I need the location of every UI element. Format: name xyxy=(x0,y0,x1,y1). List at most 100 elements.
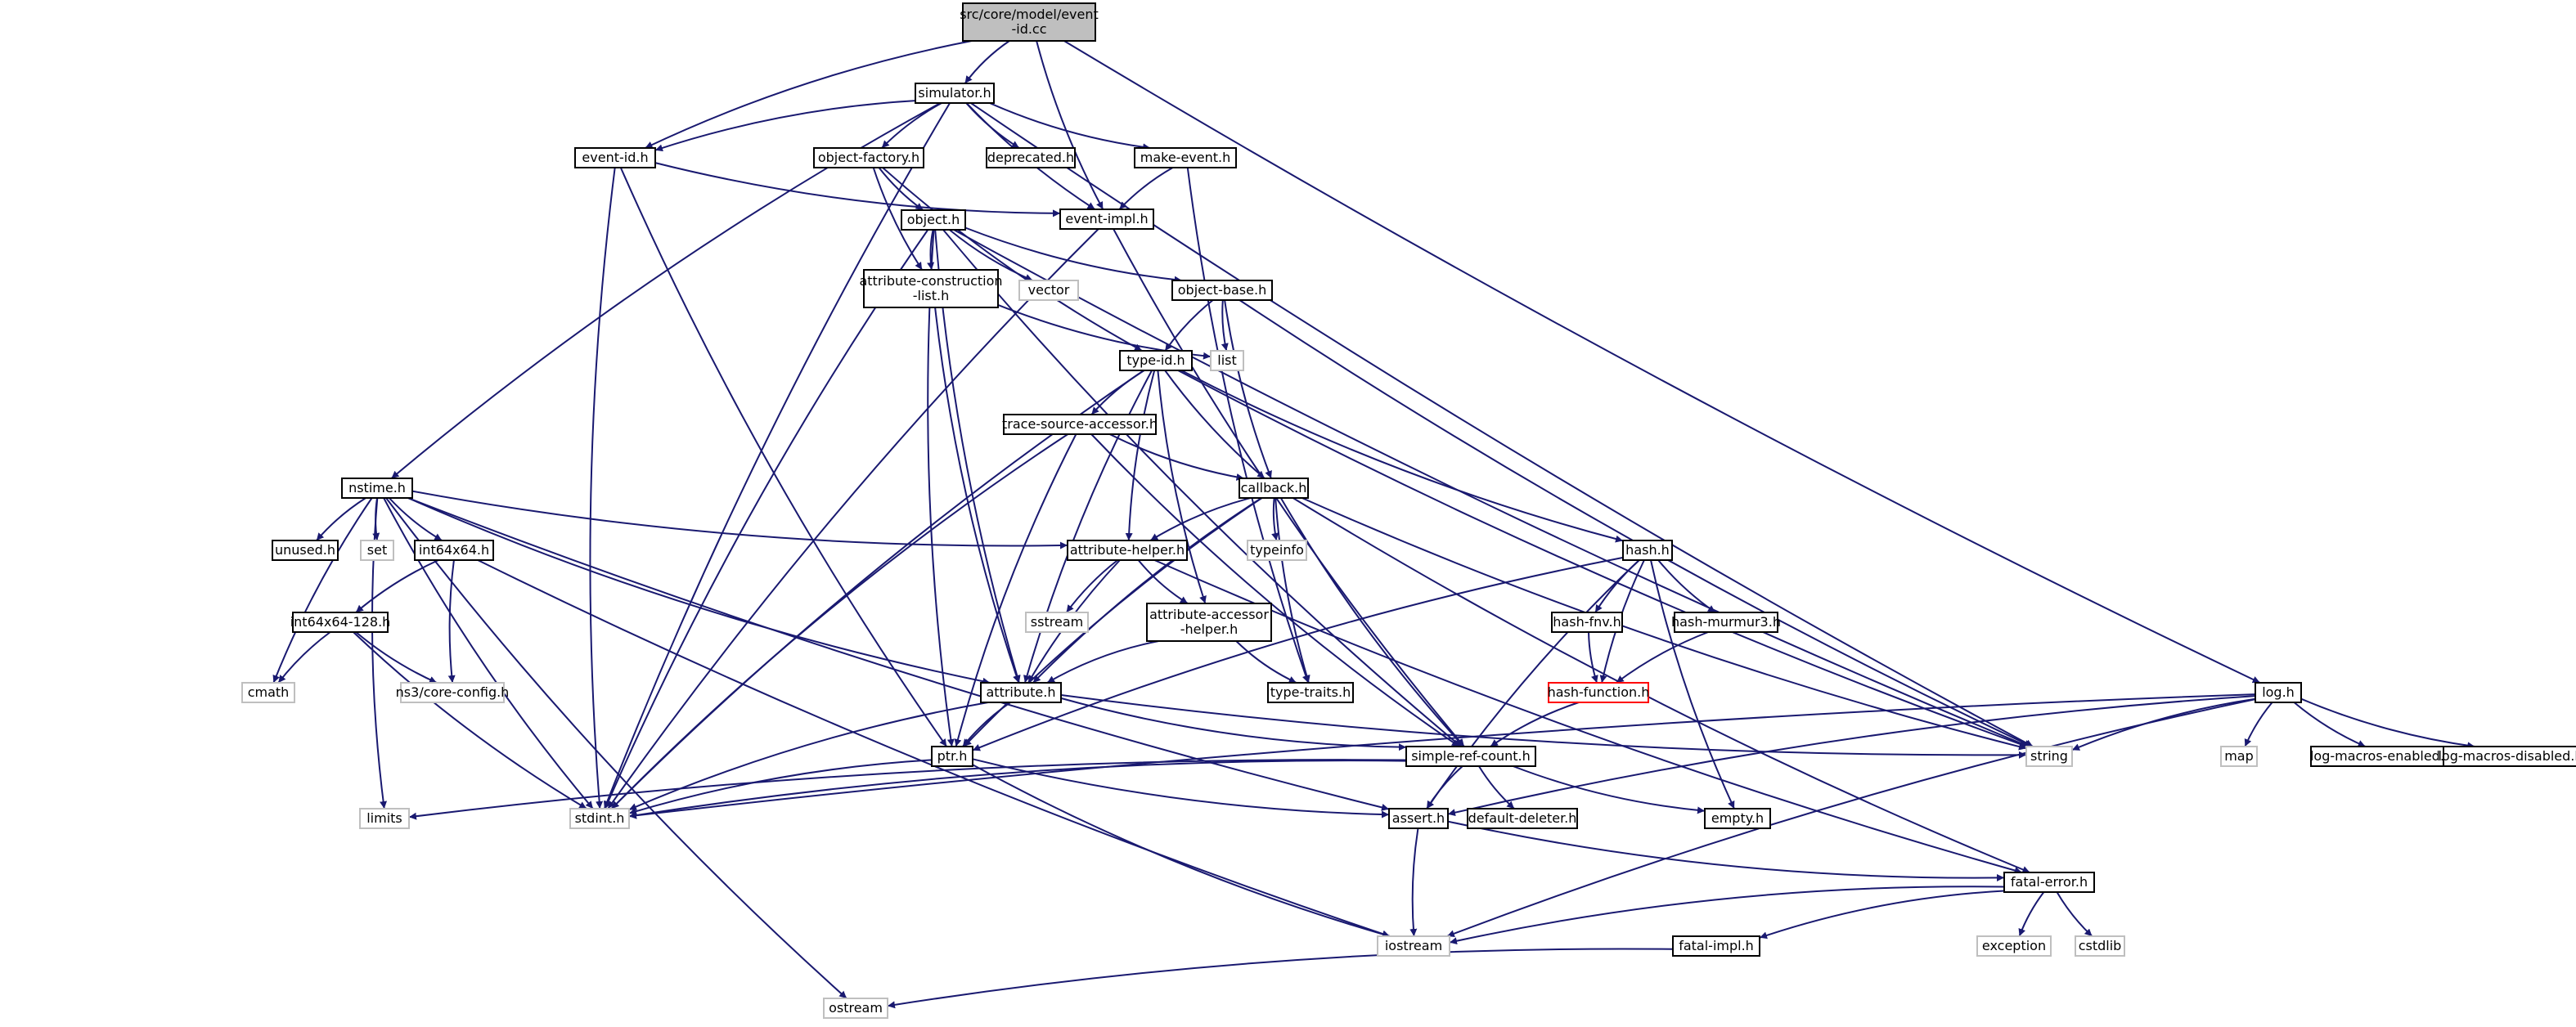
node-simulator[interactable]: simulator.h xyxy=(915,83,995,104)
node-attrcons-box xyxy=(863,269,999,308)
nodes-layer: src/core/model/event-id.cc simulator.h eve… xyxy=(241,2,2576,1019)
node-int128-label: int64x64-128.h xyxy=(290,614,391,630)
node-eventid-box xyxy=(574,147,656,168)
node-ostream: ostream xyxy=(823,998,888,1019)
node-deprecated[interactable]: deprecated.h xyxy=(986,147,1076,168)
node-assert[interactable]: assert.h xyxy=(1388,808,1449,829)
node-eventid[interactable]: event-id.h xyxy=(574,147,656,168)
edge-tsa-to-srefcount xyxy=(1090,433,1460,747)
node-empty[interactable]: empty.h xyxy=(1704,808,1771,829)
edge-hash-to-ptr xyxy=(972,556,1624,751)
edge-eventid-to-stdint xyxy=(589,167,616,809)
node-limits-label: limits xyxy=(366,810,402,826)
node-nsconfig-label: ns3/core-config.h xyxy=(396,684,510,700)
node-ptr-label: ptr.h xyxy=(937,748,968,764)
node-logdis-label: log-macros-disabled.h xyxy=(2438,748,2576,764)
node-logen[interactable]: log-macros-enabled.h xyxy=(2310,746,2452,767)
node-string-label: string xyxy=(2030,748,2068,764)
node-hashmurmur[interactable]: hash-murmur3.h xyxy=(1671,612,1781,633)
edge-typeid-to-attribute xyxy=(1023,370,1153,684)
node-logdis[interactable]: log-macros-disabled.h xyxy=(2438,746,2576,767)
node-cstdlib-box xyxy=(2075,935,2125,957)
edge-callback-to-string xyxy=(1301,497,2027,751)
node-root[interactable]: src/core/model/event-id.cc xyxy=(960,2,1099,42)
node-objectbase[interactable]: object-base.h xyxy=(1171,280,1273,301)
edge-nstime-to-stdint xyxy=(383,497,594,809)
edge-callback-to-typetraits xyxy=(1275,497,1310,684)
node-fatalimpl[interactable]: fatal-impl.h xyxy=(1672,935,1760,957)
node-attribute[interactable]: attribute.h xyxy=(980,682,1062,703)
node-eventimpl-label: event-impl.h xyxy=(1065,211,1148,226)
node-vector: vector xyxy=(1018,280,1079,301)
node-typetraits[interactable]: type-traits.h xyxy=(1267,682,1354,703)
node-unused[interactable]: unused.h xyxy=(272,540,339,561)
edge-int64x64-to-iostream xyxy=(477,559,1391,938)
node-typeid[interactable]: type-id.h xyxy=(1119,350,1193,371)
node-deprecated-label: deprecated.h xyxy=(987,150,1074,165)
edge-typeid-to-tsa xyxy=(1090,370,1145,415)
edge-nstime-to-int64x64 xyxy=(389,497,443,541)
node-objfactory-box xyxy=(813,147,924,168)
node-hashmurmur-box xyxy=(1674,612,1778,633)
node-hash[interactable]: hash.h xyxy=(1622,540,1673,561)
node-list-label: list xyxy=(1217,352,1237,368)
node-log[interactable]: log.h xyxy=(2255,682,2302,703)
node-hashfnv-box xyxy=(1551,612,1623,633)
edge-callback-to-attribute xyxy=(1032,497,1262,684)
node-hashfunc[interactable]: hash-function.h xyxy=(1548,682,1650,703)
node-int128[interactable]: int64x64-128.h xyxy=(290,612,391,633)
node-attrcons[interactable]: attribute-construction-list.h xyxy=(859,269,1003,308)
edge-fatalimpl-to-ostream xyxy=(887,948,1674,1009)
edge-callback-to-srefcount xyxy=(1279,497,1464,747)
node-ostream-label: ostream xyxy=(829,1000,883,1016)
edge-int64x64-to-int128 xyxy=(355,559,439,613)
node-object[interactable]: object.h xyxy=(901,209,966,231)
edge-hashfunc-to-srefcount xyxy=(1490,702,1580,747)
edge-fatalerror-to-cstdlib xyxy=(2056,891,2093,937)
node-objfactory[interactable]: object-factory.h xyxy=(813,147,924,168)
edge-fatalerror-to-exception xyxy=(2018,891,2045,937)
node-makeevent-box xyxy=(1134,147,1237,168)
node-nstime[interactable]: nstime.h xyxy=(341,478,413,499)
node-simulator-label: simulator.h xyxy=(918,85,991,101)
node-hash-label: hash.h xyxy=(1625,542,1670,558)
node-sstream: sstream xyxy=(1025,612,1089,633)
node-tsa[interactable]: trace-source-accessor.h xyxy=(1002,414,1158,435)
node-list: list xyxy=(1210,350,1244,371)
node-defdeleter[interactable]: default-deleter.h xyxy=(1467,808,1578,829)
node-hashfnv[interactable]: hash-fnv.h xyxy=(1551,612,1623,633)
node-eventimpl[interactable]: event-impl.h xyxy=(1059,209,1154,230)
edge-nstime-to-unused xyxy=(316,497,366,541)
node-root-label: -id.cc xyxy=(1011,21,1046,37)
edge-callback-to-typeinfo xyxy=(1271,497,1279,541)
node-logen-label: log-macros-enabled.h xyxy=(2310,748,2452,764)
node-attrhelper[interactable]: attribute-helper.h xyxy=(1067,540,1188,561)
node-attrcons-label: attribute-construction xyxy=(859,273,1002,289)
node-int64x64-label: int64x64.h xyxy=(419,542,489,558)
node-cstdlib-label: cstdlib xyxy=(2079,938,2122,953)
node-ptr[interactable]: ptr.h xyxy=(931,746,973,767)
node-srefcount[interactable]: simple-ref-count.h xyxy=(1405,746,1536,767)
node-makeevent[interactable]: make-event.h xyxy=(1134,147,1237,168)
node-nsconfig-box xyxy=(400,682,505,703)
node-typetraits-box xyxy=(1267,682,1354,703)
edge-tsa-to-stdint xyxy=(610,433,1068,809)
node-stdint-label: stdint.h xyxy=(575,810,625,826)
node-list-box xyxy=(1210,350,1244,371)
node-fatalerror[interactable]: fatal-error.h xyxy=(2003,872,2095,893)
node-iostream-label: iostream xyxy=(1385,938,1442,953)
edge-attribute-to-string xyxy=(1060,694,2027,759)
node-typeid-label: type-id.h xyxy=(1126,352,1185,368)
node-callback[interactable]: callback.h xyxy=(1239,478,1309,499)
edge-typeid-to-callback xyxy=(1164,370,1266,479)
node-logen-box xyxy=(2310,746,2452,767)
node-attracc[interactable]: attribute-accessor-helper.h xyxy=(1146,603,1272,642)
edge-objectbase-to-string xyxy=(1239,299,2033,747)
node-int64x64[interactable]: int64x64.h xyxy=(414,540,494,561)
edge-attracc-to-typetraits xyxy=(1235,640,1297,684)
edge-int128-to-nsconfig xyxy=(355,631,438,684)
node-fatalimpl-box xyxy=(1672,935,1760,957)
edge-hashfnv-to-hashfunc xyxy=(1588,631,1598,684)
node-attrhelper-label: attribute-helper.h xyxy=(1070,542,1185,558)
node-int128-box xyxy=(292,612,389,633)
